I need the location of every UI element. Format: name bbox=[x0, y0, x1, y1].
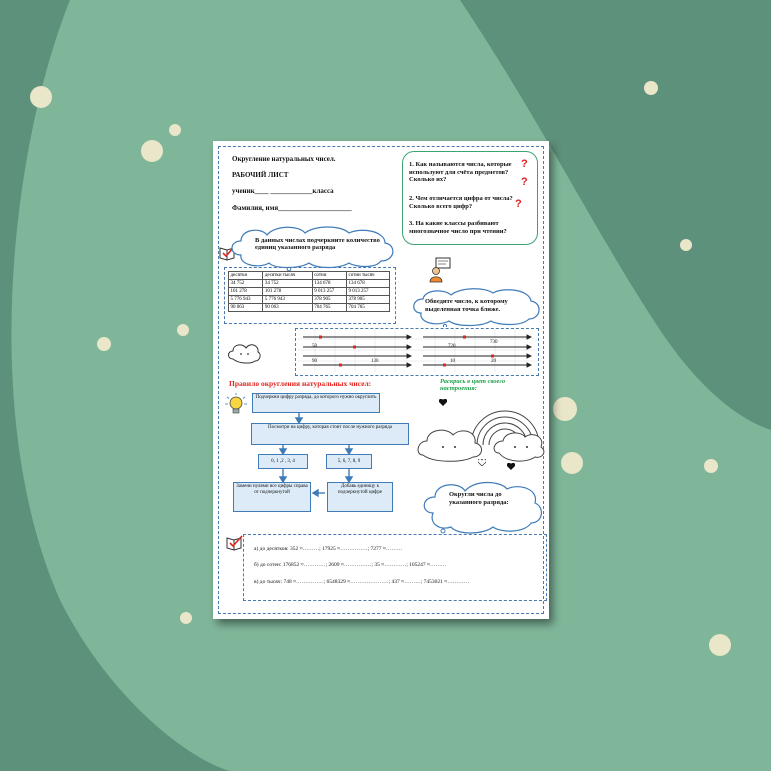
number-line-label: 720 bbox=[448, 344, 456, 349]
topic-title: Округление натуральных чисел. bbox=[232, 155, 336, 163]
flowchart-arrows bbox=[278, 413, 354, 498]
flow-action-add-one: Добавь единицу к подчеркнутой цифре bbox=[327, 482, 393, 512]
flow-branch-high-digits: 5, 6, 7, 8, 9 bbox=[326, 454, 372, 469]
number-lines-frame bbox=[295, 328, 539, 376]
questions-box: 1. Как называются числа, которые использ… bbox=[402, 151, 538, 245]
question-mark: ? bbox=[521, 158, 528, 170]
exercise-hundreds: б) до сотен: 176852 ≈…………; 2609 ≈……………; … bbox=[254, 562, 447, 568]
book-check-icon bbox=[226, 535, 243, 551]
student-name-line: Фамилия, имя_____________________ bbox=[232, 204, 352, 212]
question-mark: ? bbox=[515, 198, 522, 210]
worksheet-page: Округление натуральных чисел. РАБОЧИЙ ЛИ… bbox=[213, 141, 549, 619]
cloud-icon bbox=[228, 344, 261, 364]
cloud-icon bbox=[413, 288, 540, 327]
number-lines bbox=[297, 330, 535, 372]
exercise-thousands: в) до тысяч: 748 ≈……………; 6548329 ≈………………… bbox=[254, 579, 470, 585]
question-mark: ? bbox=[521, 176, 528, 188]
table-cell: 90 063 bbox=[227, 303, 264, 312]
question-2: 2. Чем отличается цифра от числа? Скольк… bbox=[409, 195, 513, 210]
number-line-label: 130 bbox=[371, 359, 379, 364]
cloud-icon bbox=[423, 481, 542, 534]
student-class-line: ученик____ ____________класса bbox=[232, 187, 334, 195]
lightbulb-icon bbox=[225, 393, 247, 414]
sheet-label: РАБОЧИЙ ЛИСТ bbox=[232, 171, 289, 179]
page-border bbox=[218, 146, 544, 614]
rainbow-clouds-icon bbox=[417, 410, 545, 462]
table-row: 90 063 90 063 704 765 704 765 bbox=[227, 303, 390, 312]
task-round: Округли числа до указанного разряда: bbox=[449, 491, 509, 506]
number-line-label: 50 bbox=[312, 344, 317, 349]
flow-branch-low-digits: 0, 1 ,2 , 3, 4 bbox=[258, 454, 308, 469]
table-row: 101 278 101 278 9 013 257 9 013 257 bbox=[227, 287, 390, 296]
number-line-label: 10 bbox=[450, 359, 455, 364]
rule-title: Правило округления натуральных чисел: bbox=[229, 379, 372, 388]
exercises-frame bbox=[243, 534, 547, 601]
flow-step-look-next-digit: Посмотри на цифру, которая стоит после н… bbox=[251, 423, 409, 445]
table-frame bbox=[224, 267, 396, 324]
flow-action-replace-zeros: Замени нулями все цифры справа от подчер… bbox=[233, 482, 311, 512]
task-circle: Обведите число, к которому выделенная то… bbox=[425, 298, 508, 313]
flow-step-underline: Подчеркни цифру разряда, до которого нуж… bbox=[252, 393, 380, 413]
number-line-label: 730 bbox=[490, 340, 498, 345]
heart-icon bbox=[439, 399, 447, 406]
place-value-table: десятки десятки тысяч сотни сотни тысяч … bbox=[227, 271, 390, 312]
table-cell: 704 765 bbox=[346, 303, 390, 312]
exercise-tens: а) до десятков: 352 ≈………; 17925 ≈……………; … bbox=[254, 546, 403, 552]
number-line-label: 20 bbox=[491, 359, 496, 364]
question-1: 1. Как называются числа, которые использ… bbox=[409, 161, 512, 183]
teacher-board-icon bbox=[429, 257, 451, 283]
number-line-label: 90 bbox=[312, 359, 317, 364]
color-caption: Раскрась в цвет своего настроения: bbox=[440, 378, 506, 392]
heart-icon bbox=[478, 459, 486, 466]
task-underline: В данных числах подчеркните количество е… bbox=[255, 237, 380, 251]
question-3: 3. На какие классы разбивают многозначно… bbox=[409, 220, 507, 235]
table-cell: 704 765 bbox=[311, 303, 348, 312]
heart-icon bbox=[507, 463, 515, 470]
